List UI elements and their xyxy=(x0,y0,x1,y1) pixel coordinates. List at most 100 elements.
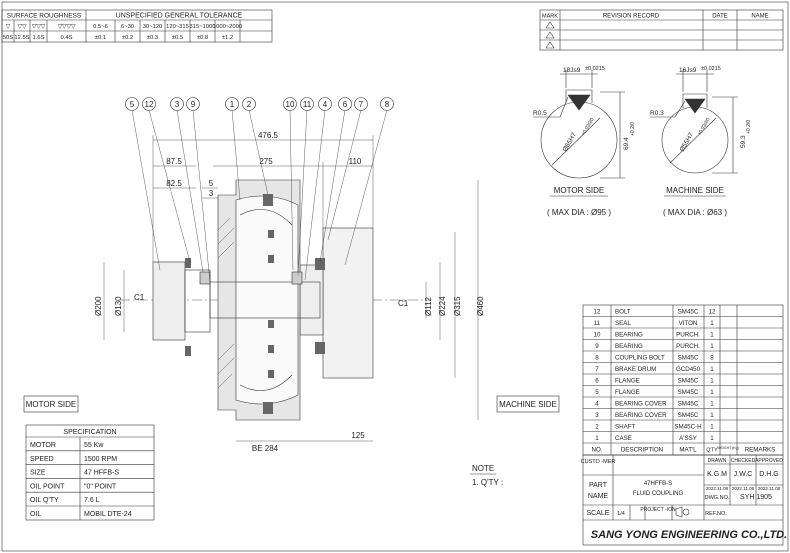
roughness-symbol: ▽▽▽ xyxy=(32,24,46,30)
tolerance-range: 1000~2000 xyxy=(213,24,242,30)
balloon-number: 12 xyxy=(145,100,154,109)
tolerance-range: 315~1000 xyxy=(190,24,216,30)
parts-header-mat: MAT'L xyxy=(679,447,697,454)
part-qty: 1 xyxy=(710,424,714,431)
part-mat: SM45C xyxy=(678,378,699,385)
part-mat: GCD450 xyxy=(676,366,701,373)
tolerance-value: ±0.8 xyxy=(197,35,208,41)
dim-275: 275 xyxy=(259,157,273,166)
spec-value: 1500 RPM xyxy=(84,456,117,463)
part-mat: PURCH. xyxy=(676,343,700,350)
revision-triangle-icons xyxy=(545,21,555,49)
dimension-lines xyxy=(103,135,479,442)
motor-side-label: MOTOR SIDE xyxy=(26,400,77,409)
part-no: 11 xyxy=(594,320,601,327)
dia-130: Ø130 xyxy=(114,296,123,316)
part-mat: PURCH. xyxy=(676,332,700,339)
machine-side-label-box xyxy=(496,395,560,413)
part-no: 8 xyxy=(595,355,599,362)
dim-5: 5 xyxy=(209,179,214,188)
machine-keyway-tol: ±0.0215 xyxy=(701,66,721,72)
name-label: NAME xyxy=(588,493,609,500)
drawn-by: K.G.M xyxy=(707,471,727,478)
spec-label: OIL Q'TY xyxy=(30,497,59,504)
dimension-texts: 476.5 275 110 87.5 82.5 5 3 C1 C1 Ø200 Ø… xyxy=(94,131,485,453)
part-desc: BEARING COVER xyxy=(615,401,667,408)
revision-table: MARK REVISION RECORD DATE NAME xyxy=(539,9,784,51)
part-desc: FLANGE xyxy=(615,378,640,385)
motor-side-section-label: MOTOR SIDE xyxy=(554,186,605,195)
company-name: SANG YONG ENGINEERING CO.,LTD. xyxy=(591,529,787,541)
note-line: 1. Q'TY : xyxy=(472,478,503,487)
part-desc: SHAFT xyxy=(615,424,636,431)
part-mat: SM45C xyxy=(678,401,699,408)
projection-label: PROJECT -ION xyxy=(640,507,676,513)
part-desc: SEAL xyxy=(615,320,631,327)
part-qty: 1 xyxy=(710,332,714,339)
part-qty: 8 xyxy=(710,355,714,362)
spec-label: SIZE xyxy=(30,470,46,477)
part-mat: SM45C xyxy=(678,355,699,362)
balloon-number: 7 xyxy=(359,100,364,109)
parts-header-remarks: REMARKS xyxy=(745,447,776,454)
motor-bore-tol: +0.030/0 xyxy=(581,117,596,137)
coupling-assembly-view xyxy=(120,179,430,421)
dwg-label: DWG.NO. xyxy=(705,495,730,501)
spec-value: "0" POINT xyxy=(84,483,117,490)
motor-keyway-tol: ±0.0215 xyxy=(585,66,605,72)
part-desc: COUPLING BOLT xyxy=(615,355,665,362)
roughness-title: SURFACE ROUGHNESS xyxy=(7,13,82,20)
machine-bore: Ø55H7 xyxy=(679,131,696,153)
machine-side-label: MACHINE SIDE xyxy=(499,400,557,409)
tolerance-range: 0.5~6 xyxy=(93,24,108,30)
title-block: CUSTO -MER DRAWN CHECKED APPROVED K.G.M … xyxy=(581,454,787,546)
date-drawn: 2022.11.08 xyxy=(706,486,729,491)
part-qty: 1 xyxy=(710,435,714,442)
roughness-symbol: ▽ xyxy=(6,24,11,30)
note-block: NOTE 1. Q'TY : xyxy=(470,464,503,487)
spec-label: OIL xyxy=(30,511,41,518)
part-no: 2 xyxy=(595,424,599,431)
part-no: 7 xyxy=(595,366,599,373)
dim-87-5: 87.5 xyxy=(166,157,182,166)
motor-radius: R0.5 xyxy=(533,110,547,117)
tolerance-title: UNSPECIFIED GENERAL TOLERANCE xyxy=(116,13,243,20)
machine-max-dia: ( MAX DIA : Ø63 ) xyxy=(663,208,727,217)
roughness-value: 0.4S xyxy=(61,35,73,41)
part-no: 3 xyxy=(595,412,599,419)
part-mat: SM45C xyxy=(678,389,699,396)
part-mat: SM45C xyxy=(678,412,699,419)
customer-label: CUSTO -MER xyxy=(581,459,616,465)
balloon-number: 11 xyxy=(303,100,312,109)
spec-label: OIL POINT xyxy=(30,483,65,490)
roughness-tolerance-table: SURFACE ROUGHNESS UNSPECIFIED GENERAL TO… xyxy=(1,9,273,43)
parts-header-desc: DESCRIPTION xyxy=(621,447,663,454)
motor-depth-tol: +0.2/0 xyxy=(630,122,636,136)
motor-max-dia: ( MAX DIA : Ø95 ) xyxy=(547,208,611,217)
parts-header-qty: Q'TY xyxy=(706,448,718,454)
specification-title: SPECIFICATION xyxy=(63,429,116,436)
tolerance-value: ±0.3 xyxy=(147,35,158,41)
machine-depth-tol: +0.2/0 xyxy=(746,120,752,134)
tolerance-value: ±1.2 xyxy=(222,35,233,41)
roughness-value: 1.6S xyxy=(33,35,45,41)
checked-header: CHECKED xyxy=(731,458,756,464)
part-qty: 1 xyxy=(710,389,714,396)
balloon-number: 6 xyxy=(343,100,348,109)
part-mat: SM45C-H xyxy=(674,424,701,431)
spec-value: 7.6 L xyxy=(84,497,100,504)
part-qty: 1 xyxy=(710,343,714,350)
balloon-number: 2 xyxy=(247,100,252,109)
dia-200: Ø200 xyxy=(94,296,103,316)
dim-3: 3 xyxy=(209,189,214,198)
note-title: NOTE xyxy=(472,464,494,473)
balloon-number: 9 xyxy=(191,100,196,109)
tolerance-value: ±0.2 xyxy=(122,35,133,41)
part-desc: FLANGE xyxy=(615,389,640,396)
motor-side-label-box xyxy=(23,395,79,413)
tolerance-value: ±0.5 xyxy=(172,35,183,41)
